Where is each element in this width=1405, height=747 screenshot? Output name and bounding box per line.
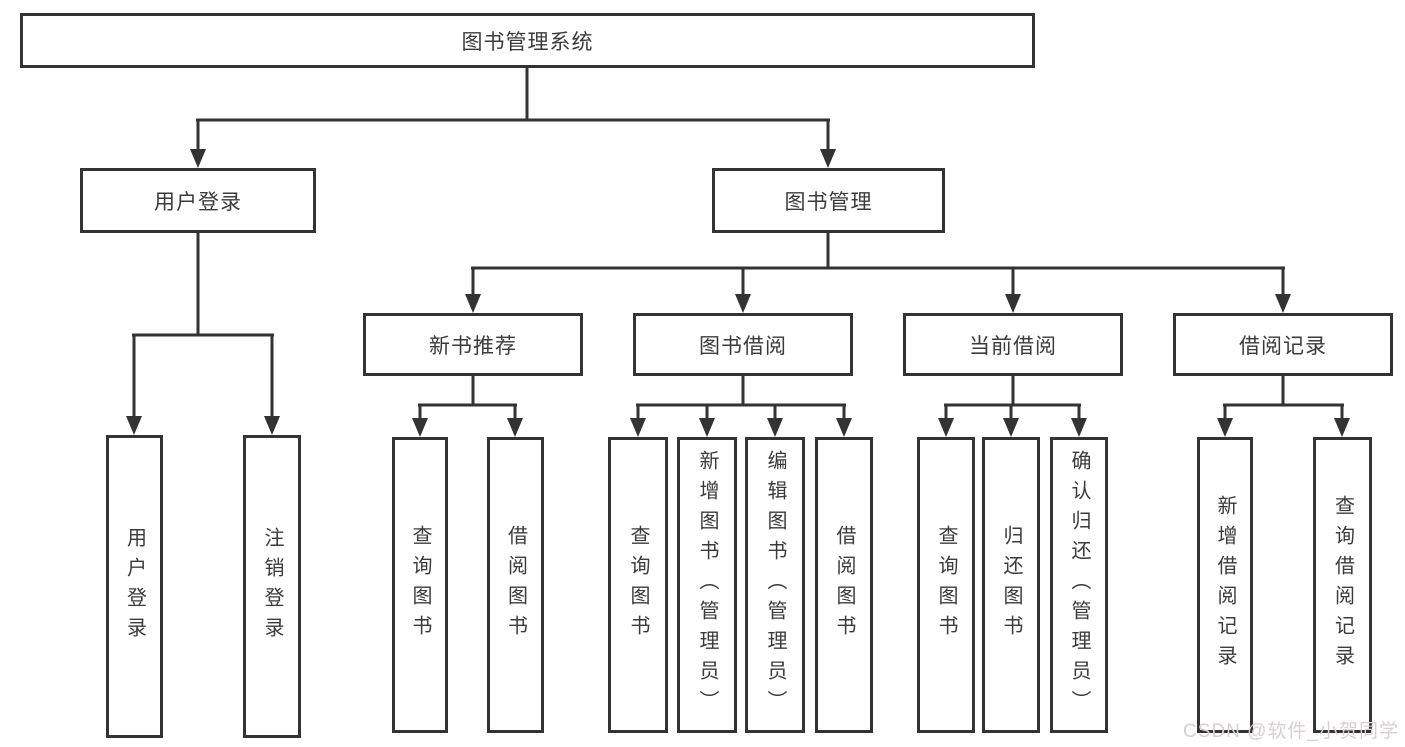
leaf-add-book-admin-label: 新增图书（管理员） [696,450,718,720]
node-book-borrow: 图书借阅 [633,313,853,376]
node-current-borrow: 当前借阅 [903,313,1123,376]
leaf-add-borrow-record: 新增借阅记录 [1197,437,1253,733]
leaf-borrow-books-recommend-label: 借阅图书 [504,525,527,645]
leaf-query-books-current-label: 查询图书 [935,525,957,645]
leaf-confirm-return-admin: 确认归还（管理员） [1050,437,1108,733]
leaf-edit-book-admin-label: 编辑图书（管理员） [764,450,786,720]
node-borrow-records-label: 借阅记录 [1239,334,1327,358]
leaf-borrow-books-recommend: 借阅图书 [487,437,544,733]
csdn-watermark: CSDN @软件_小贺同学 [1183,721,1399,742]
node-user-login: 用户登录 [80,168,316,233]
leaf-add-borrow-record-label: 新增借阅记录 [1214,495,1236,675]
leaf-borrow-books: 借阅图书 [815,437,873,733]
leaf-user-login-label: 用户登录 [123,526,146,647]
leaf-query-books-borrow: 查询图书 [608,437,668,733]
node-book-management: 图书管理 [712,168,945,233]
leaf-return-books: 归还图书 [982,437,1040,733]
node-new-book-recommend: 新书推荐 [363,313,583,376]
leaf-logout: 注销登录 [243,435,301,738]
leaf-query-borrow-record-label: 查询借阅记录 [1331,495,1354,675]
node-book-management-label: 图书管理 [784,190,873,214]
leaf-query-books-recommend: 查询图书 [392,437,448,733]
leaf-borrow-books-label: 借阅图书 [833,525,855,645]
node-root-system: 图书管理系统 [20,13,1035,68]
leaf-logout-label: 注销登录 [261,526,283,647]
leaf-user-login: 用户登录 [106,435,163,738]
leaf-add-book-admin: 新增图书（管理员） [677,437,737,733]
leaf-query-books-borrow-label: 查询图书 [627,525,649,645]
leaf-return-books-label: 归还图书 [1000,525,1022,645]
leaf-query-borrow-record: 查询借阅记录 [1313,437,1372,733]
node-root-system-label: 图书管理系统 [461,30,594,54]
node-new-book-recommend-label: 新书推荐 [429,334,517,358]
leaf-confirm-return-admin-label: 确认归还（管理员） [1068,450,1090,720]
leaf-edit-book-admin: 编辑图书（管理员） [745,437,805,733]
node-current-borrow-label: 当前借阅 [969,334,1057,358]
leaf-query-books-recommend-label: 查询图书 [409,525,431,645]
node-user-login-label: 用户登录 [154,190,242,214]
node-borrow-records: 借阅记录 [1173,313,1393,376]
node-book-borrow-label: 图书借阅 [699,334,787,358]
leaf-query-books-current: 查询图书 [917,437,975,733]
